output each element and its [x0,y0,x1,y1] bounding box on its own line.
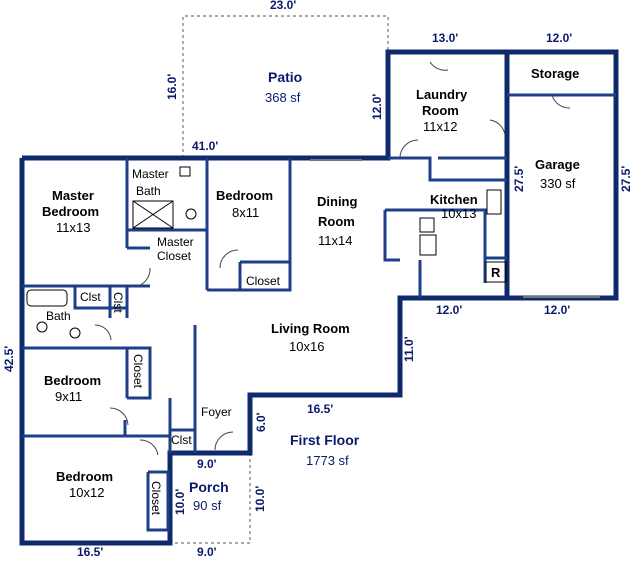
storage-label: Storage [531,66,579,81]
clst1-label: Clst [80,290,101,304]
closet-center-label: Closet [246,274,281,288]
bath-label: Bath [46,309,71,323]
dim-porch-9-top: 9.0' [197,457,217,471]
dim-garage-12: 12.0' [544,303,570,317]
porch-label: Porch [189,479,229,495]
fridge-label: R [491,265,501,280]
dim-bottom-16: 16.5' [77,545,103,559]
garage-size: 330 sf [540,176,576,191]
laundry-label: Laundry [416,87,468,102]
door-swings [94,61,571,456]
bedroom-mid-label: Bedroom [44,373,101,388]
kitchen-sink-fixture [419,234,437,256]
porch-outline [172,453,251,544]
porch-size: 90 sf [193,498,222,513]
master-closet-label: Master [157,235,194,249]
bedroom-mid-size: 9x11 [55,389,82,404]
dim-foyer-6: 6.0' [254,412,268,432]
dim-top-41: 41.0' [192,139,218,153]
dim-living-11: 11.0' [402,336,416,362]
sink-master-fixture [179,166,191,177]
dining-label-2: Room [318,214,355,229]
bedroom-bottom-size: 10x12 [69,485,104,500]
stove-fixture [486,189,502,215]
laundry-label-2: Room [422,103,459,118]
dim-storage-12: 12.0' [546,31,572,45]
dishwasher-fixture [419,217,435,233]
dim-top-23: 23.0' [270,0,296,12]
master-bedroom-size: 11x13 [56,220,90,235]
bedroom-center-label: Bedroom [216,188,273,203]
clst2-label: Clst [111,292,125,313]
living-label: Living Room [271,321,350,336]
interior-walls [22,93,616,532]
dim-kitchen-12: 12.0' [436,303,462,317]
bedroom-bottom-label: Bedroom [56,469,113,484]
fixtures [26,159,600,339]
kitchen-size: 10x13 [441,206,476,221]
dining-label: Dining [317,194,357,209]
laundry-size: 11x12 [423,119,457,134]
toilet-fixture [185,208,197,220]
dim-living-16: 16.5' [307,402,333,416]
master-bath-label-2: Bath [136,184,161,198]
dim-porch-10-right: 10.0' [253,486,267,512]
kitchen-label: Kitchen [430,192,478,207]
dim-garage-27-left: 27.5' [512,166,526,192]
master-bedroom-label-2: Bedroom [42,204,99,219]
dim-patio-16: 16.0' [165,74,179,100]
tub-fixture [26,289,68,307]
dim-porch-10-left: 10.0' [173,489,187,515]
closet-bottom-label: Closet [149,481,163,516]
patio-outline [182,15,389,158]
garage-label: Garage [535,157,580,172]
sink-bath-fixture [69,327,81,339]
master-bath-label: Master [132,167,169,181]
dim-left-42: 42.5' [2,346,16,372]
dining-size: 11x14 [318,233,352,248]
dim-laundry-13: 13.0' [432,31,458,45]
master-closet-label-2: Closet [157,249,192,263]
toilet-bath-fixture [36,321,48,333]
bedroom-center-size: 8x11 [232,205,259,220]
closet-mid-label: Closet [131,354,145,389]
clst3-label: Clst [171,433,192,447]
patio-label: Patio [268,69,302,85]
floor-name: First Floor [290,432,360,448]
shower-fixture [132,200,174,229]
dim-porch-9-bottom: 9.0' [197,545,217,559]
dim-garage-27-right: 27.5' [619,166,630,192]
fridge-fixture [485,261,507,283]
patio-size: 368 sf [265,90,301,105]
living-size: 10x16 [289,339,324,354]
foyer-label: Foyer [201,405,232,419]
dim-patio-12: 12.0' [370,94,384,120]
master-bedroom-label: Master [52,188,94,203]
floor-size: 1773 sf [306,453,349,468]
